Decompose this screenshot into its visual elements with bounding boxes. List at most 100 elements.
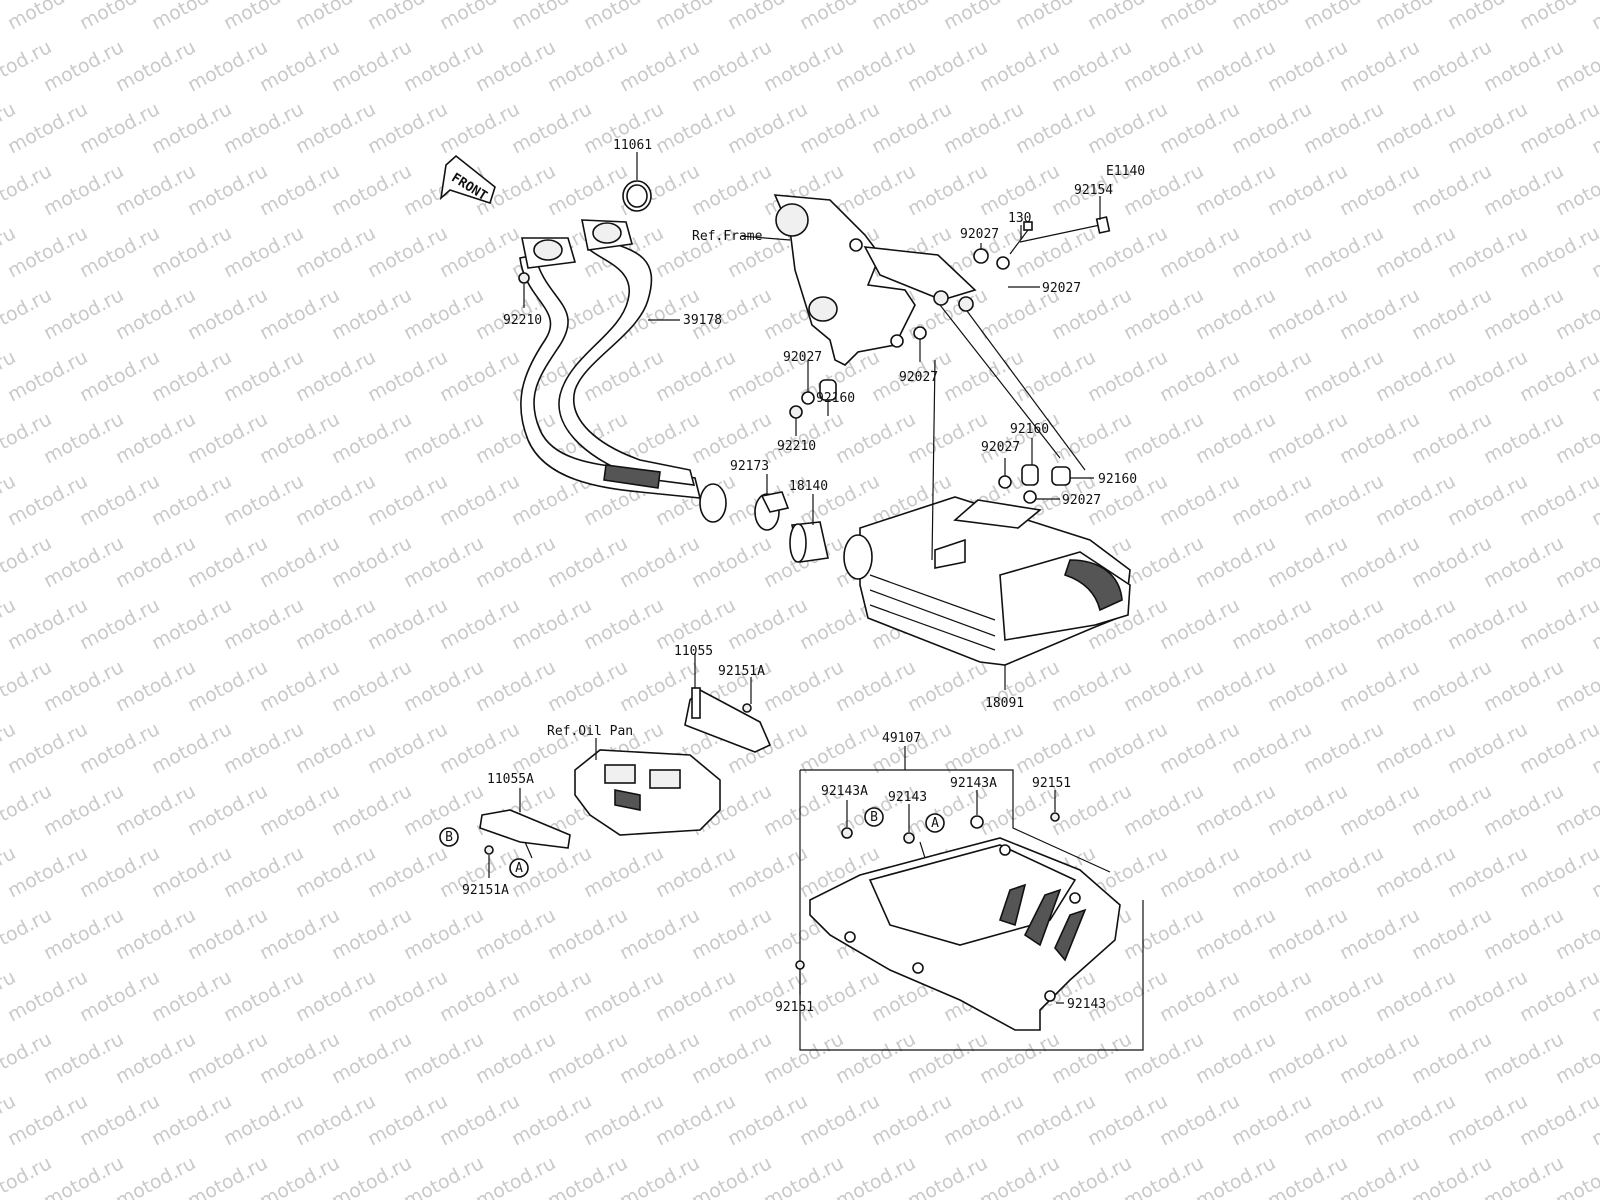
watermark-text: motod.ru <box>256 532 343 592</box>
watermark-text: motod.ru <box>148 966 235 1026</box>
grommet-92143A-right[interactable] <box>970 815 984 829</box>
watermark-text: motod.ru <box>292 718 379 778</box>
watermark-text: motod.ru <box>1120 408 1207 468</box>
watermark-text: motod.ru <box>148 470 235 530</box>
bolt-92151-top[interactable] <box>1050 812 1060 822</box>
watermark-text: motod.ru <box>364 718 451 778</box>
watermark-text: motod.ru <box>1480 408 1567 468</box>
watermark-text: motod.ru <box>1228 842 1315 902</box>
pipe-outlet[interactable] <box>699 483 727 523</box>
watermark-text: motod.ru <box>1228 346 1315 406</box>
part-92027: 92027 <box>1062 493 1101 508</box>
watermark-text: motod.ru <box>1156 1090 1243 1150</box>
watermark-text: motod.ru <box>1300 842 1387 902</box>
watermark-text: motod.ru <box>4 346 91 406</box>
watermark-text: motod.ru <box>832 36 919 96</box>
bolt-92151A-top[interactable] <box>742 703 752 713</box>
cover-box <box>799 769 1144 1051</box>
watermark-text: motod.ru <box>868 1090 955 1150</box>
grommet-92143-mid[interactable] <box>903 832 915 844</box>
watermark-text: motod.ru <box>1336 656 1423 716</box>
watermark-text: motod.ru <box>1516 1090 1600 1150</box>
part-92143: 92143 <box>1067 997 1106 1012</box>
watermark-text: motod.ru <box>1084 1090 1171 1150</box>
ref-frame-label: Ref.Frame <box>692 229 763 244</box>
watermark-text: motod.ru <box>364 98 451 158</box>
muffler-18091[interactable] <box>843 496 1131 666</box>
watermark-text: motod.ru <box>472 656 559 716</box>
bolt-92151A-bottom[interactable] <box>484 845 494 855</box>
watermark-text: motod.ru <box>1264 408 1351 468</box>
watermark-text: motod.ru <box>1084 346 1171 406</box>
watermark-text: motod.ru <box>76 98 163 158</box>
watermark-text: motod.ru <box>724 966 811 1026</box>
bolt-92151-bottom[interactable] <box>795 960 805 970</box>
watermark-text: motod.ru <box>328 284 415 344</box>
header-pipe-right[interactable] <box>558 239 696 486</box>
part-labels: E1140 Ref.Frame Ref.Oil Pan 11061 92210 … <box>462 138 1145 1015</box>
watermark-text: motod.ru <box>904 656 991 716</box>
washer-92027-mid[interactable] <box>913 326 927 340</box>
bolt-130[interactable] <box>1009 221 1033 255</box>
watermark-text: motod.ru <box>40 1028 127 1088</box>
watermark-text: motod.ru <box>220 222 307 282</box>
watermark-text: motod.ru <box>796 966 883 1026</box>
flange-right[interactable] <box>581 219 634 251</box>
watermark-text: motod.ru <box>472 36 559 96</box>
bracket-11055A[interactable] <box>479 809 571 849</box>
watermark-text: motod.ru <box>1336 160 1423 220</box>
watermark-text: motod.ru <box>292 98 379 158</box>
watermark-text: motod.ru <box>616 36 703 96</box>
watermark-text: motod.ru <box>1480 36 1567 96</box>
part-92160: 92160 <box>1010 422 1049 437</box>
watermark-text: motod.ru <box>1480 904 1567 964</box>
watermark-text: motod.ru <box>1084 222 1171 282</box>
sleeve-18140[interactable] <box>789 521 829 563</box>
watermark-text: motod.ru <box>1264 904 1351 964</box>
svg-text:B: B <box>445 830 453 845</box>
watermark-text: motod.ru <box>1408 656 1495 716</box>
watermark-text: motod.ru <box>1192 656 1279 716</box>
washer-92027-muffler-a[interactable] <box>998 475 1012 489</box>
watermark-text: motod.ru <box>1300 98 1387 158</box>
watermark-text: motod.ru <box>1408 780 1495 840</box>
part-39178: 39178 <box>683 313 722 328</box>
nut-92210-bracket[interactable] <box>789 405 803 419</box>
watermark-text: motod.ru <box>436 718 523 778</box>
part-92027: 92027 <box>783 350 822 365</box>
grommet-92143A-left[interactable] <box>841 827 853 839</box>
grommet-92160-muffler-a[interactable] <box>1021 464 1039 486</box>
watermark-text: motod.ru <box>1228 594 1315 654</box>
watermark-text: motod.ru <box>1192 160 1279 220</box>
watermark-text: motod.ru <box>940 1090 1027 1150</box>
clamp-92173[interactable] <box>754 491 790 531</box>
washer-92027-top[interactable] <box>973 248 989 264</box>
washer-92027-muffler-b[interactable] <box>1023 490 1037 504</box>
flange-left[interactable] <box>521 237 577 269</box>
watermark-text: motod.ru <box>580 966 667 1026</box>
watermark-text: motod.ru <box>220 470 307 530</box>
bracket-11055[interactable] <box>684 687 772 753</box>
watermark-text: motod.ru <box>220 966 307 1026</box>
watermark-text: motod.ru <box>940 98 1027 158</box>
ref-oil-pan-label: Ref.Oil Pan <box>547 724 633 739</box>
washer-92027-right[interactable] <box>996 256 1010 270</box>
watermark-text: motod.ru <box>652 1090 739 1150</box>
watermark-text: motod.ru <box>1588 0 1600 34</box>
watermark-text: motod.ru <box>1372 346 1459 406</box>
part-92210: 92210 <box>503 313 542 328</box>
watermark-text: motod.ru <box>1228 222 1315 282</box>
watermark-text: motod.ru <box>328 408 415 468</box>
nut-92210-left[interactable] <box>518 272 530 284</box>
grommet-92143-bottom[interactable] <box>1044 990 1056 1002</box>
watermark-text: motod.ru <box>76 594 163 654</box>
washer-92027-left[interactable] <box>801 391 815 405</box>
watermark-text: motod.ru <box>220 842 307 902</box>
bolt-92154[interactable] <box>1019 216 1111 243</box>
watermark-text: motod.ru <box>1192 36 1279 96</box>
grommet-92160-muffler-b[interactable] <box>1051 466 1071 486</box>
watermark-text: motod.ru <box>580 594 667 654</box>
watermark-text: motod.ru <box>76 842 163 902</box>
watermark-text: motod.ru <box>1444 718 1531 778</box>
heat-cover-49107[interactable] <box>809 837 1121 1031</box>
